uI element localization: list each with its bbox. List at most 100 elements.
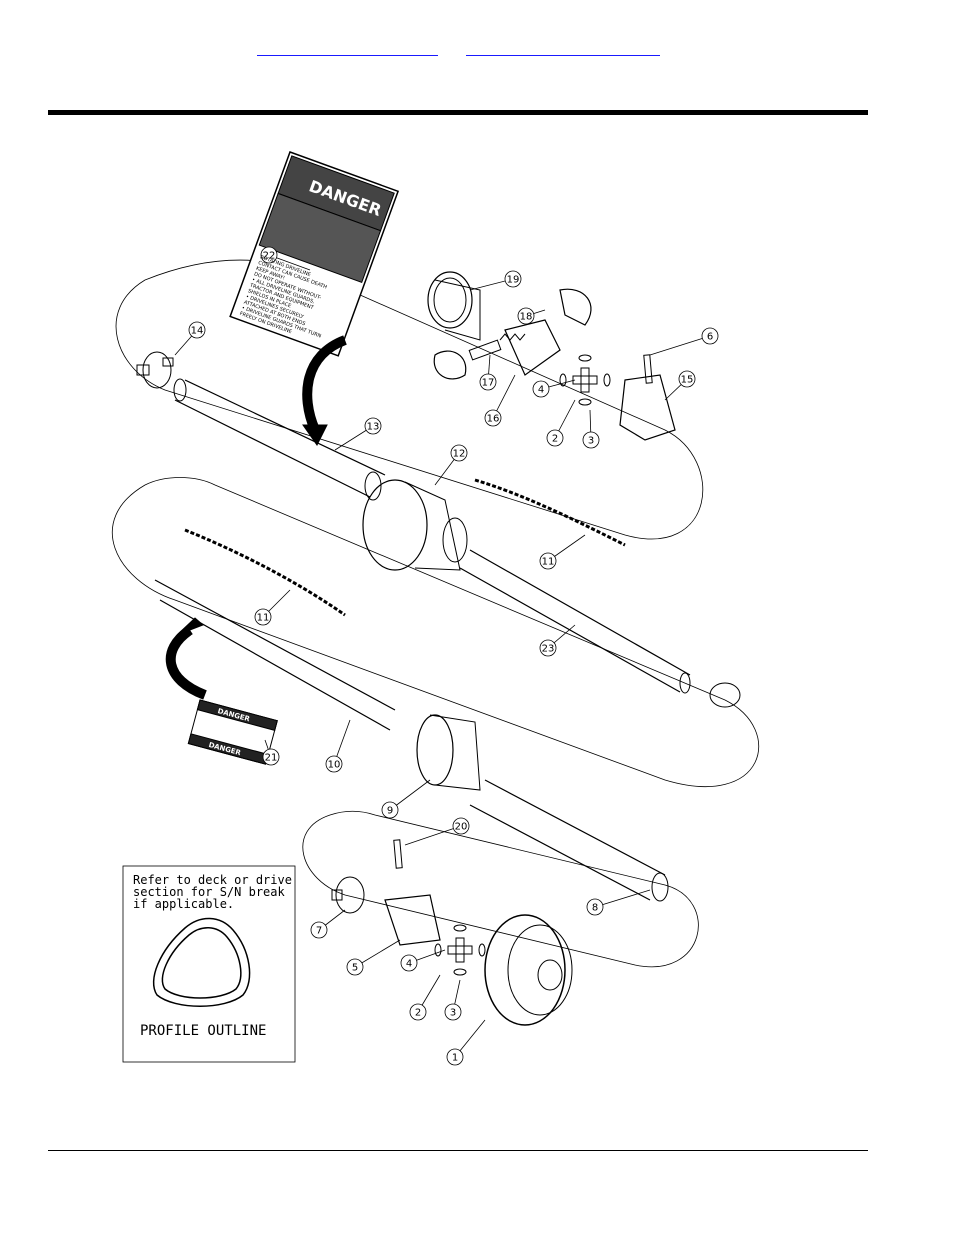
callout-number: 11 [542,557,555,568]
callout-c18: 18 [517,307,546,325]
profile-outline-label: PROFILE OUTLINE [140,1023,266,1039]
note-line-1: Refer to deck or drive [133,873,292,887]
callout-circle [539,639,557,657]
cross-bearing-upper [559,354,611,406]
callout-circle [444,1003,462,1021]
note-line-2: section for S/N break [133,885,285,899]
callout-c22: 22 [260,246,311,271]
top-rule [48,110,868,115]
part-23-inner-tube [459,549,691,693]
upper-group-outline [115,259,704,540]
cross-bearing-lower [434,924,486,976]
callout-circle [678,370,696,388]
part-20-pin [393,839,403,869]
part-13-outer-tube [174,379,386,498]
part-17-spring [499,333,526,341]
part-1-clutch [484,914,573,1026]
callout-leader [594,889,651,908]
callout-number: 16 [487,414,500,425]
callout-circle [325,755,343,773]
part-12-guard-cone [362,479,468,571]
part-11-chain-upper [474,478,626,547]
part-15-yoke [619,374,676,441]
callout-number: 1 [452,1053,458,1064]
header-link-1[interactable] [257,43,438,56]
bottom-rule [48,1150,868,1151]
callout-number: 21 [265,753,278,764]
callout-number: 22 [263,251,276,262]
callout-leader [354,939,401,968]
part-8-outer-tube [469,779,666,901]
callout-c17: 17 [479,354,497,391]
callout-circle [400,954,418,972]
callout-number: 20 [455,822,468,833]
driveline-exploded-diagram: 1223344567891011111213141516171819202122… [111,151,760,1066]
callout-circle [260,246,278,264]
part-16-yoke [504,319,561,376]
note-box [122,865,296,1063]
callout-number: 3 [588,436,594,447]
part-11-chain-lower [184,528,346,617]
callout-c21: 21 [262,739,280,766]
callout-circle [586,898,604,916]
part-10-inner-tube [154,579,396,731]
callout-c6: 6 [649,327,719,356]
callout-c4b: 4 [400,949,446,972]
callout-circle [452,817,470,835]
header-link-2[interactable] [466,43,660,56]
callout-number: 17 [482,378,495,389]
callout-group: 1223344567891011111213141516171819202122… [174,246,719,1066]
callout-c3b: 3 [444,979,462,1021]
callout-c5: 5 [346,939,401,976]
callout-number: 14 [191,326,204,337]
callout-c19: 19 [469,270,522,291]
part-19-housing [427,271,473,329]
callout-circle [381,801,399,819]
callout-number: 5 [352,963,358,974]
callout-circle [532,380,550,398]
callout-c11a: 11 [539,534,586,570]
callout-circle [346,958,364,976]
callout-c1: 1 [446,1019,486,1066]
callout-c7: 7 [310,909,346,939]
callout-c2b: 2 [409,974,441,1021]
callout-circle [701,327,719,345]
callout-c11b: 11 [254,589,291,626]
callout-circle [262,748,280,766]
callout-number: 10 [328,760,341,771]
callout-number: 8 [592,903,598,914]
callout-c15: 15 [664,370,696,401]
callout-circle [254,608,272,626]
callout-circle [364,417,382,435]
callout-circle [188,321,206,339]
callout-number: 19 [507,275,520,286]
callout-number: 4 [406,959,412,970]
callout-number: 7 [316,926,322,937]
part-7-collar [331,876,365,914]
callout-number: 6 [707,332,713,343]
callout-circle [479,373,497,391]
callout-c8: 8 [586,889,651,916]
callout-number: 2 [552,434,558,445]
callout-c14: 14 [174,321,206,356]
part-17-pin [468,339,502,361]
callout-circle [446,1048,464,1066]
danger-decal-large [229,151,400,357]
part-9-guard-cone [416,714,481,791]
callout-number: 3 [450,1008,456,1019]
callout-circle [546,429,564,447]
callout-number: 13 [367,422,380,433]
callout-number: 15 [681,375,694,386]
part-14-collar [136,351,174,389]
callout-number: 9 [387,806,393,817]
danger-decal-small [187,699,278,765]
lower-group-outline [302,810,699,968]
callout-number: 2 [415,1008,421,1019]
callout-c12: 12 [434,444,468,486]
callout-circle [310,921,328,939]
callout-leader [404,825,462,846]
decal-arrow-upper [302,335,347,432]
callout-circle [582,431,600,449]
callout-circle [450,444,468,462]
callout-number: 11 [257,613,270,624]
